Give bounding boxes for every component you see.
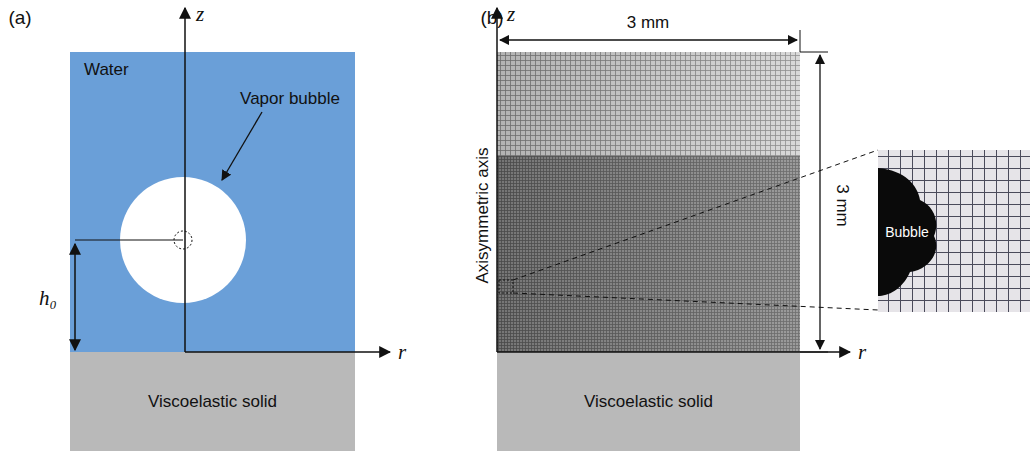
solid-region <box>70 352 355 451</box>
width-dimension <box>500 39 797 40</box>
dimension-label: 3 mm <box>627 14 670 31</box>
axis-name: Axisymmetric axis <box>473 147 490 283</box>
water-region <box>70 52 355 352</box>
zoom-box <box>499 280 513 293</box>
extension-line <box>800 352 828 353</box>
region-label: Viscoelastic solid <box>148 392 277 412</box>
solid-region: Viscoelastic solid <box>70 352 355 451</box>
region-label: Viscoelastic solid <box>584 392 713 412</box>
h0-dimension <box>74 244 76 350</box>
height-dimension <box>819 55 820 349</box>
dimension-label: h₀ <box>39 288 57 309</box>
region-label: Water <box>84 60 129 80</box>
bubble-region: Bubble <box>880 215 934 249</box>
zoom-inset <box>878 150 1030 312</box>
dimension-label: 3 mm <box>834 182 851 229</box>
axis-label: z <box>507 4 515 25</box>
extension-line <box>800 30 801 52</box>
solid-region <box>497 352 800 451</box>
axis-label: r <box>398 342 406 363</box>
axis-label: z <box>196 4 204 25</box>
r-axis <box>497 351 850 353</box>
r-axis <box>185 351 390 353</box>
leader-arrow <box>222 112 262 180</box>
extension-line <box>800 52 828 53</box>
region-label: Bubble <box>885 224 929 240</box>
water-region: Water <box>70 52 174 88</box>
zoom-line <box>513 150 878 280</box>
mesh-shade <box>497 52 800 352</box>
panel-label: (a) <box>8 8 31 27</box>
panel-label: (b) <box>480 8 503 27</box>
centre-line <box>75 239 183 240</box>
solid-region: Viscoelastic solid <box>497 352 800 451</box>
z-axis <box>496 8 498 352</box>
part-label: Vapor bubble <box>240 90 340 107</box>
zoom-line <box>513 293 878 310</box>
axis-label: r <box>858 342 866 363</box>
z-axis <box>184 8 186 352</box>
